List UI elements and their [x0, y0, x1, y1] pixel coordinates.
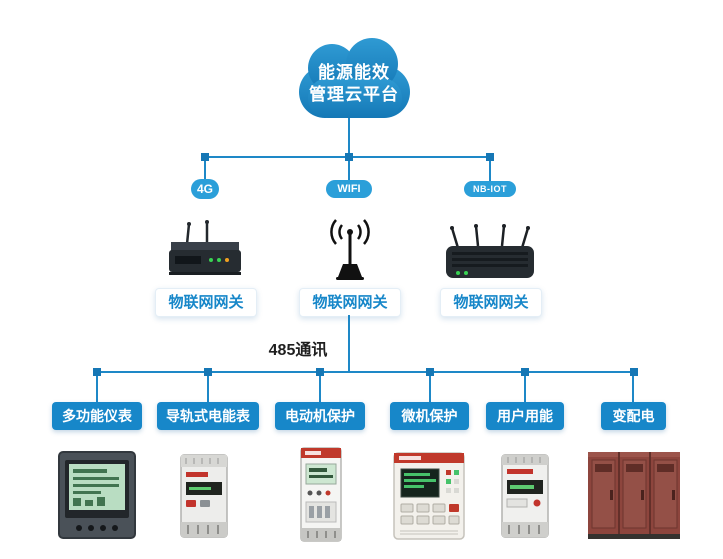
- drop-line-device-1: [96, 372, 98, 402]
- cloud-platform: 能源能效 管理云平台: [280, 34, 428, 124]
- badge-4g: 4G: [191, 179, 219, 199]
- drop-line-device-2: [207, 372, 209, 402]
- junction-dot: [204, 368, 212, 376]
- bus-485-label: 485通讯: [268, 342, 328, 359]
- bus-horizontal-line: [96, 371, 634, 373]
- din-rail-meter-image: [172, 452, 236, 540]
- drop-line-device-4: [429, 372, 431, 402]
- drop-line-device-6: [632, 372, 634, 402]
- device-label-motor-protection: 电动机保护: [275, 402, 365, 430]
- microcomputer-protection-image: [390, 450, 468, 542]
- bus-feed-line: [348, 315, 350, 372]
- cloud-icon: [299, 38, 410, 118]
- badge-wifi: WIFI: [326, 180, 372, 198]
- wifi-antenna-icon: [322, 218, 378, 284]
- junction-dot: [630, 368, 638, 376]
- cloud-title-line2: 管理云平台: [309, 85, 399, 104]
- drop-line-device-3: [319, 372, 321, 402]
- user-energy-meter-image: [492, 452, 558, 540]
- junction-dot: [486, 153, 494, 161]
- cloud-title-line1: 能源能效: [318, 63, 390, 82]
- device-label-microcomputer-protection: 微机保护: [390, 402, 469, 430]
- junction-dot: [201, 153, 209, 161]
- gateway-label-4g: 物联网网关: [155, 288, 257, 317]
- drop-line-4g: [204, 156, 206, 181]
- drop-line-nbiot: [489, 156, 491, 181]
- device-label-multifunction-meter: 多功能仪表: [52, 402, 142, 430]
- badge-nbiot: NB-IOT: [464, 181, 516, 197]
- power-distribution-cabinet-image: [585, 446, 683, 542]
- drop-line-wifi: [348, 156, 350, 181]
- motor-protection-image: [292, 446, 350, 544]
- device-label-din-rail-meter: 导轨式电能表: [157, 402, 259, 430]
- trunk-line: [348, 118, 350, 158]
- junction-dot: [316, 368, 324, 376]
- gateway-label-wifi: 物联网网关: [299, 288, 401, 317]
- nbiot-router-icon: [442, 224, 538, 286]
- junction-dot: [345, 153, 353, 161]
- junction-dot: [93, 368, 101, 376]
- cellular-router-icon: [163, 220, 247, 284]
- gateway-label-nbiot: 物联网网关: [440, 288, 542, 317]
- junction-dot: [521, 368, 529, 376]
- device-label-user-energy: 用户用能: [486, 402, 564, 430]
- multifunction-meter-image: [53, 448, 141, 544]
- junction-dot: [426, 368, 434, 376]
- device-label-power-distribution: 变配电: [601, 402, 666, 430]
- drop-line-device-5: [524, 372, 526, 402]
